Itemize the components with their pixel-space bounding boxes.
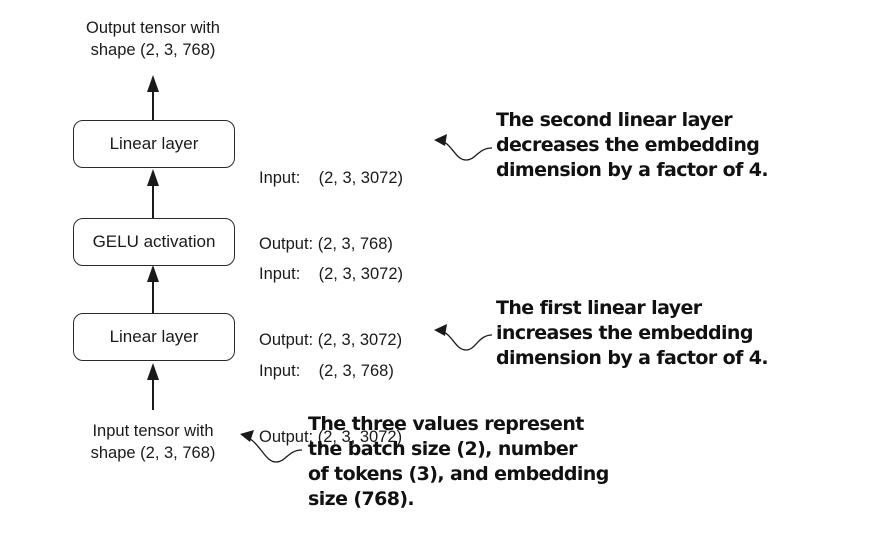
note-first-linear-line2: increases the embedding [496, 322, 753, 344]
input-tensor-label: Input tensor with shape (2, 3, 768) [60, 420, 246, 464]
gelu-activation-io: Input: (2, 3, 3072) Output: (2, 3, 3072) [259, 219, 403, 395]
input-tensor-line1: Input tensor with [92, 422, 214, 440]
arrow-input-to-linear1-head [147, 363, 159, 380]
note-first-linear-line3: dimension by a factor of 4. [496, 347, 769, 369]
arrow-gelu-to-linear2-head [147, 169, 159, 186]
linear-layer-1-io: Input: (2, 3, 768) Output: (2, 3, 3072) [259, 316, 402, 492]
linear-layer-1-output: Output: (2, 3, 3072) [259, 428, 403, 446]
gelu-activation-output: Output: (2, 3, 3072) [259, 331, 403, 349]
linear-layer-2-output: Output: (2, 3, 768) [259, 235, 393, 253]
note-input-values-line1: The three values represent [308, 413, 584, 435]
gelu-activation-input: Input: (2, 3, 3072) [259, 265, 404, 283]
gelu-activation-label: GELU activation [92, 232, 216, 251]
linear-layer-1-label: Linear layer [109, 327, 199, 346]
linear-layer-2-box: Linear layer [73, 120, 235, 168]
note-input-values-line4: size (768). [308, 488, 415, 510]
input-tensor-line2: shape (2, 3, 768) [90, 444, 216, 462]
arrow-linear1-to-gelu-head [147, 265, 159, 282]
callout-first-linear [435, 329, 493, 351]
note-second-linear-line2: decreases the embedding [496, 134, 760, 156]
note-first-linear-line1: The first linear layer [496, 297, 702, 319]
output-tensor-line2: shape (2, 3, 768) [90, 41, 216, 59]
note-input-values-line2: the batch size (2), number [308, 438, 578, 460]
callout-input-values [241, 434, 303, 463]
output-tensor-label: Output tensor with shape (2, 3, 768) [60, 17, 246, 61]
note-second-linear-line1: The second linear layer [496, 109, 733, 131]
note-input-values-line3: of tokens (3), and embedding [308, 463, 609, 485]
linear-layer-2-io: Input: (2, 3, 3072) Output: (2, 3, 768) [259, 123, 403, 299]
linear-layer-1-box: Linear layer [73, 313, 235, 361]
note-second-linear: The second linear layer decreases the em… [496, 108, 769, 183]
output-tensor-line1: Output tensor with [86, 19, 220, 37]
gelu-activation-box: GELU activation [73, 218, 235, 266]
linear-layer-2-label: Linear layer [109, 134, 199, 153]
note-first-linear: The first linear layer increases the emb… [496, 296, 769, 371]
note-second-linear-line3: dimension by a factor of 4. [496, 159, 769, 181]
callout-second-linear [435, 139, 493, 161]
linear-layer-2-input: Input: (2, 3, 3072) [259, 169, 404, 187]
arrow-to-output-head [147, 75, 159, 92]
linear-layer-1-input: Input: (2, 3, 768) [259, 362, 394, 380]
note-input-values: The three values represent the batch siz… [308, 412, 609, 512]
